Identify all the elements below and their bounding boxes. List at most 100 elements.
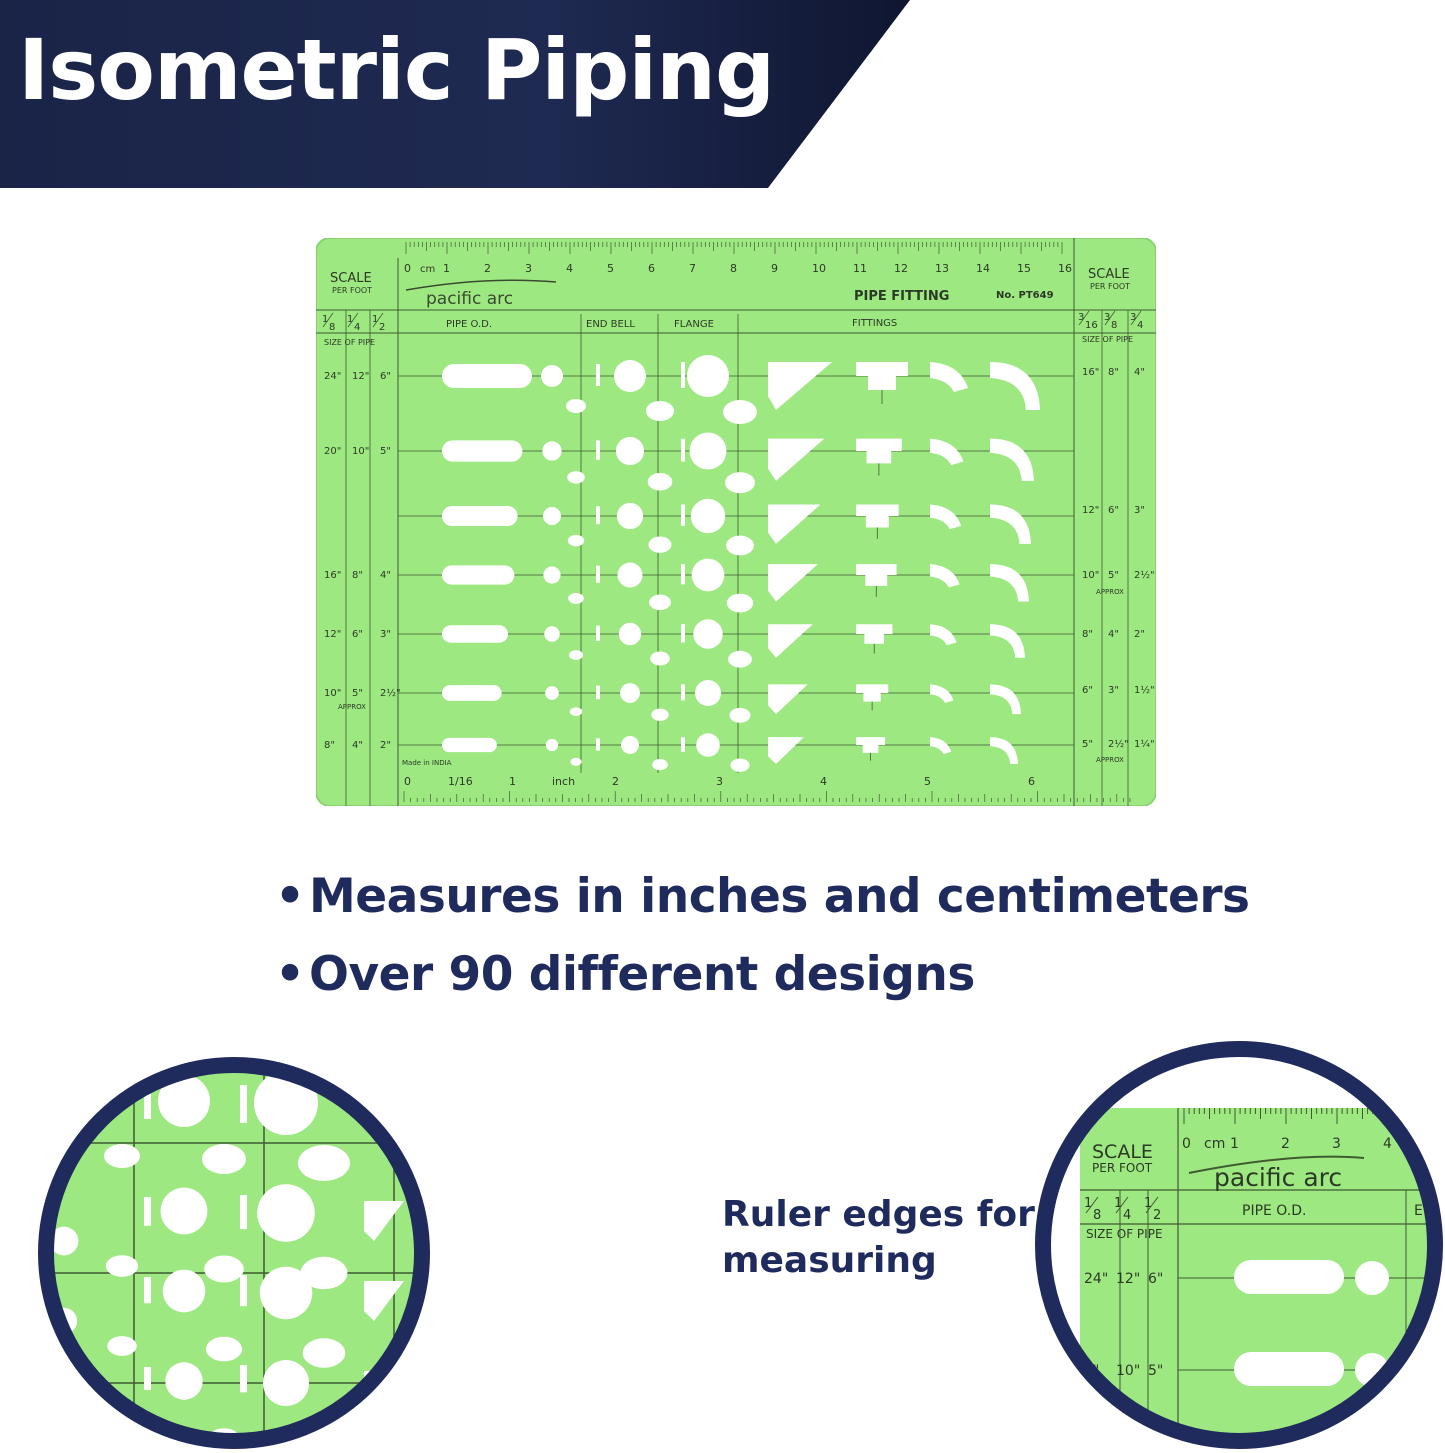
flange-circle-hole bbox=[687, 355, 729, 397]
fraction-numerator: 1 bbox=[322, 314, 328, 325]
approx-label-right-2: APPROX bbox=[1096, 756, 1124, 764]
zoom-pipe-hole bbox=[1234, 1352, 1344, 1386]
zoom-fitting-hole bbox=[364, 1281, 404, 1321]
pipe-circle-hole bbox=[544, 626, 560, 642]
fraction-denominator: 4 bbox=[354, 322, 360, 333]
elbow90-fitting-hole bbox=[990, 737, 1018, 765]
cm-tick-label: 7 bbox=[689, 262, 696, 275]
elbow90-fitting-hole bbox=[990, 504, 1031, 544]
cm-tick-label: 11 bbox=[853, 262, 867, 275]
elbow90-fitting-hole bbox=[990, 362, 1040, 410]
cm-tick-label: 1 bbox=[443, 262, 450, 275]
left-size-label: 8" bbox=[352, 570, 363, 581]
zoom-circle-hole bbox=[259, 1266, 313, 1320]
left-size-label: 5" bbox=[352, 688, 363, 699]
per-foot-label-right: PER FOOT bbox=[1090, 282, 1130, 291]
zoom-size-label: 6" bbox=[1148, 1271, 1163, 1287]
zoom-tick-label: 1 bbox=[1230, 1136, 1239, 1152]
bell-circle-hole bbox=[614, 360, 646, 392]
pipe-ellipse-hole bbox=[567, 471, 585, 484]
inch-tick-label: 4 bbox=[820, 775, 827, 788]
pipe-ellipse-hole bbox=[570, 757, 582, 766]
zoom-tick-label: 0 bbox=[1182, 1136, 1191, 1152]
banner-background bbox=[0, 0, 910, 188]
right-size-label: 5" bbox=[1108, 570, 1119, 581]
elbow90-fitting-hole bbox=[990, 438, 1034, 481]
flange-ellipse-hole bbox=[726, 593, 754, 613]
cm-tick-label: 4 bbox=[566, 262, 573, 275]
zoom-tick-label: 4 bbox=[1383, 1136, 1392, 1152]
zoom-fraction-den: 8 bbox=[1093, 1208, 1101, 1223]
feature-text: Over 90 different designs bbox=[309, 947, 975, 1002]
zoom-brand-swoosh bbox=[1188, 1155, 1365, 1174]
elbow90-fitting-hole bbox=[990, 564, 1029, 602]
right-size-label: 4" bbox=[1134, 367, 1145, 378]
left-size-label: 20" bbox=[324, 446, 341, 457]
col-fittings: FITTINGS bbox=[852, 318, 897, 329]
zoom-ellipse-hole bbox=[109, 1427, 135, 1439]
zoom-slot-hole bbox=[240, 1085, 247, 1123]
pipe-od-hole bbox=[442, 440, 523, 462]
zoom-slot-hole bbox=[240, 1275, 247, 1307]
zoom-circle-hole bbox=[49, 1226, 79, 1256]
flange-circle-hole bbox=[694, 679, 722, 707]
right-size-label: 6" bbox=[1108, 505, 1119, 516]
left-size-label: 12" bbox=[352, 371, 369, 382]
zoom-circle-hole bbox=[160, 1187, 208, 1235]
bell-slot-hole bbox=[596, 738, 600, 751]
right-size-label: 16" bbox=[1082, 367, 1099, 378]
zoom-ring bbox=[1035, 1041, 1443, 1449]
bullet-icon: • bbox=[275, 947, 305, 1002]
zoom-end-letter: E bbox=[1414, 1203, 1423, 1219]
left-size-label: 2½" bbox=[380, 687, 401, 699]
left-size-label: 8" bbox=[324, 740, 335, 751]
bullet-icon: • bbox=[275, 869, 305, 924]
flange-ellipse-hole bbox=[730, 758, 750, 772]
bell-ellipse-hole bbox=[649, 594, 671, 611]
zoom-stencil-holes bbox=[48, 1067, 420, 1439]
bell-ellipse-hole bbox=[652, 759, 668, 771]
pipe-ellipse-hole bbox=[566, 399, 586, 413]
scale-label-right: SCALE bbox=[1088, 267, 1130, 282]
fraction-denominator: 8 bbox=[1111, 320, 1117, 331]
size-of-pipe-label-right: SIZE OF PIPE bbox=[1082, 335, 1133, 344]
bell-ellipse-hole bbox=[648, 536, 672, 553]
cm-tick-label: 14 bbox=[976, 262, 990, 275]
cm-tick-label: 15 bbox=[1017, 262, 1031, 275]
zoom-slot-hole bbox=[240, 1365, 247, 1393]
inch-tick-label: 5 bbox=[924, 775, 931, 788]
elbow45-fitting-hole bbox=[930, 564, 960, 588]
bell-ellipse-hole bbox=[650, 651, 670, 666]
elbow90-fitting-hole bbox=[990, 624, 1025, 658]
page-title: Isometric Piping bbox=[18, 21, 775, 119]
zoom-circle-hole bbox=[257, 1184, 315, 1242]
fraction-denominator: 2 bbox=[379, 322, 385, 333]
col-pipe-od: PIPE O.D. bbox=[446, 319, 492, 330]
right-size-label: 3" bbox=[1108, 685, 1119, 696]
inch-tick-label: 1 bbox=[509, 775, 516, 788]
pipe-circle-hole bbox=[542, 441, 562, 461]
right-size-label: 8" bbox=[1108, 367, 1119, 378]
zoom-ellipse-hole bbox=[302, 1338, 346, 1368]
inch-tick-label: 1/16 bbox=[448, 775, 473, 788]
brand-swoosh bbox=[405, 279, 557, 291]
bell-ellipse-hole bbox=[646, 401, 674, 421]
elbow45-fitting-hole bbox=[930, 624, 957, 646]
zoom-slot-hole bbox=[240, 1195, 247, 1230]
cross-fitting-hole bbox=[855, 504, 899, 528]
piping-template: SCALE PER FOOT SCALE PER FOOT cm pacific… bbox=[316, 238, 1156, 806]
feature-text: Measures in inches and centimeters bbox=[309, 869, 1250, 924]
cm-tick-label: 0 bbox=[404, 262, 411, 275]
zoom-brand-text: pacific arc bbox=[1214, 1163, 1342, 1192]
bell-circle-hole bbox=[620, 683, 640, 703]
scale-label: SCALE bbox=[330, 271, 372, 286]
bell-circle-hole bbox=[618, 622, 642, 646]
pipe-od-hole bbox=[442, 625, 508, 643]
bell-slot-hole bbox=[596, 364, 600, 386]
left-size-label: 6" bbox=[380, 371, 391, 382]
pipe-circle-hole bbox=[543, 566, 561, 584]
flange-slot-hole bbox=[681, 737, 685, 752]
cross-fitting-hole bbox=[856, 362, 908, 390]
zoom-size-label: 10" bbox=[1116, 1363, 1140, 1379]
